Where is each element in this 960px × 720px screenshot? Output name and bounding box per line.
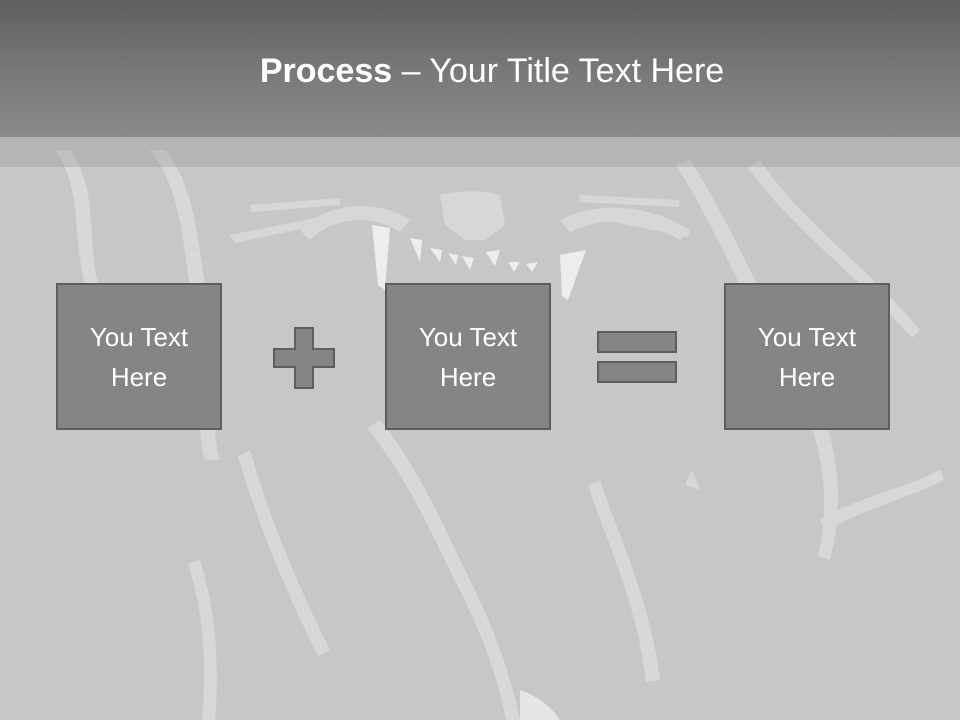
plus-icon [273,327,335,389]
process-box-3[interactable]: You Text Here [724,283,890,430]
title-bar [0,0,960,137]
slide-title-rest: – Your Title Text Here [392,52,725,90]
equals-icon [597,331,677,383]
title-divider-strip [0,137,960,167]
process-box-1-label: You Text Here [89,321,189,392]
process-box-2[interactable]: You Text Here [385,283,551,430]
slide-title[interactable]: Process – Your Title Text Here [0,52,960,91]
slide-title-bold: Process [259,52,393,90]
process-box-3-label: You Text Here [757,321,857,392]
process-box-2-label: You Text Here [418,321,518,392]
process-box-1[interactable]: You Text Here [56,283,222,430]
